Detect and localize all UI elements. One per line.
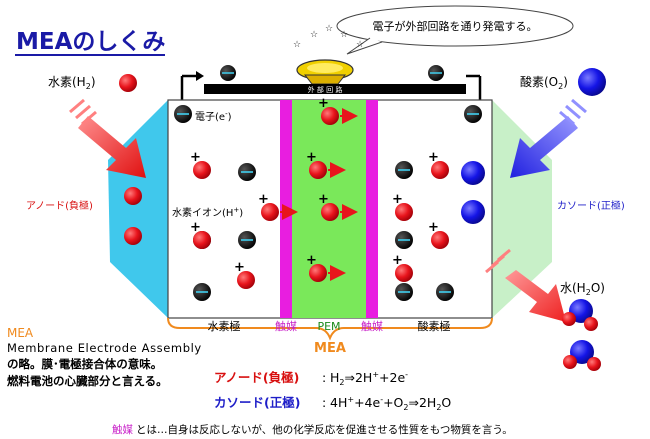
water-molecule — [562, 299, 598, 331]
cloud-callout: 電子が外部回路を通り発電する。 — [336, 5, 574, 55]
anode-inflow-region — [108, 100, 168, 318]
hydrogen-ion: + — [428, 220, 449, 249]
svg-text:+: + — [234, 260, 245, 275]
svg-text:+: + — [306, 253, 317, 268]
mea-bracket-label: MEA — [314, 341, 346, 356]
description-line-2: 燃料電池の心臓部分と言える。 — [6, 374, 168, 388]
svg-text:☆: ☆ — [325, 24, 333, 34]
hydrogen-ion: + — [392, 192, 413, 221]
catalyst-layer-right — [366, 100, 378, 318]
hydrogen-ion: + — [428, 150, 449, 179]
anode-reaction-colon: : — [322, 370, 326, 385]
svg-text:+: + — [318, 192, 329, 207]
electron — [395, 283, 413, 301]
hydrogen-ion: + — [190, 150, 211, 179]
hydrogen-ion: + — [306, 253, 346, 282]
svg-text:☆: ☆ — [340, 30, 348, 40]
hydrogen-inflow-arrow — [69, 98, 146, 178]
footnote-term: 触媒 — [112, 423, 133, 436]
wire-electron-left — [220, 65, 236, 81]
cathode-reaction-label: カソード(正極) — [214, 395, 300, 410]
electron — [464, 105, 482, 123]
svg-text:+: + — [428, 220, 439, 235]
svg-text:+: + — [392, 192, 403, 207]
electron — [395, 231, 413, 249]
svg-text:+: + — [306, 150, 317, 165]
hydrogen-ion: + — [306, 150, 346, 179]
oxygen-label: 酸素(O2) — [520, 74, 568, 91]
water-outflow-arrow — [485, 248, 566, 322]
hydrogen-ion: + — [318, 96, 358, 125]
svg-text:+: + — [318, 96, 329, 111]
hydrogen-ion: + — [318, 192, 358, 221]
hydrogen-atom — [124, 227, 142, 245]
electron — [238, 231, 256, 249]
electron — [174, 105, 192, 123]
circuit-label: 外 部 回 路 — [308, 85, 343, 94]
oxygen-atom — [461, 200, 485, 224]
svg-text:☆: ☆ — [356, 40, 364, 50]
hydrogen-label: 水素(H2) — [48, 75, 96, 91]
page-title: MEAのしくみ — [16, 29, 165, 55]
external-circuit: 外 部 回 路 — [180, 71, 482, 100]
hydrogen-ion: + — [392, 253, 413, 282]
hydrogen-molecule — [119, 74, 137, 92]
electron — [238, 163, 256, 181]
footnote-text: とは…自身は反応しないが、他の化学反応を促進させる性質をもつ物質を言う。 — [136, 423, 513, 436]
catalyst-label-left: 触媒 — [275, 319, 297, 333]
cathode-side-label: カソード(正極) — [557, 199, 625, 212]
hydrogen-ion-label: 水素イオン(H+) — [172, 206, 243, 219]
cathode-reaction-equation: 4H++4e-+O2⇒2H2O — [330, 395, 451, 412]
oxygen-inflow-arrow — [510, 98, 587, 178]
cloud-text: 電子が外部回路を通り発電する。 — [373, 19, 538, 33]
catalyst-label-right: 触媒 — [361, 319, 383, 333]
svg-text:+: + — [258, 192, 269, 207]
pem-label: PEM — [317, 320, 340, 333]
catalyst-layer-left — [280, 100, 292, 318]
oxygen-electrode-label: 酸素極 — [418, 319, 451, 333]
cathode-reaction-colon: : — [322, 395, 326, 410]
particles: + + + + + + + + + + + + — [174, 96, 482, 301]
electron — [436, 283, 454, 301]
svg-text:+: + — [190, 150, 201, 165]
svg-text:+: + — [428, 150, 439, 165]
oxygen-atom — [461, 161, 485, 185]
electron-label: 電子(e-) — [195, 110, 232, 123]
sparkle-icon: ☆ ☆ ☆ ☆ ☆ — [293, 24, 364, 50]
hydrogen-ion: + — [234, 260, 255, 289]
mea-bracket — [167, 317, 493, 341]
hydrogen-atom — [124, 187, 142, 205]
hydrogen-ion: + — [190, 220, 211, 249]
electron — [395, 161, 413, 179]
water-label: 水(H2O) — [560, 281, 605, 297]
wire-electron-right — [428, 65, 444, 81]
lamp-icon — [296, 59, 354, 85]
electron — [193, 283, 211, 301]
description-full-name: Membrane Electrode Assembly — [7, 341, 202, 355]
oxygen-molecule — [578, 68, 606, 96]
hydrogen-ion: + — [258, 192, 298, 221]
description-line-1: の略。膜･電極接合体の意味。 — [7, 357, 162, 371]
hydrogen-electrode-label: 水素極 — [208, 319, 241, 333]
anode-side-label: アノード(負極) — [26, 199, 93, 212]
svg-text:☆: ☆ — [293, 40, 301, 50]
anode-reaction-equation: H2⇒2H++2e- — [330, 370, 408, 387]
svg-text:☆: ☆ — [310, 30, 318, 40]
svg-text:+: + — [190, 220, 201, 235]
svg-text:+: + — [392, 253, 403, 268]
water-molecule — [563, 340, 601, 371]
anode-reaction-label: アノード(負極) — [214, 370, 299, 385]
description-heading: MEA — [7, 326, 34, 340]
